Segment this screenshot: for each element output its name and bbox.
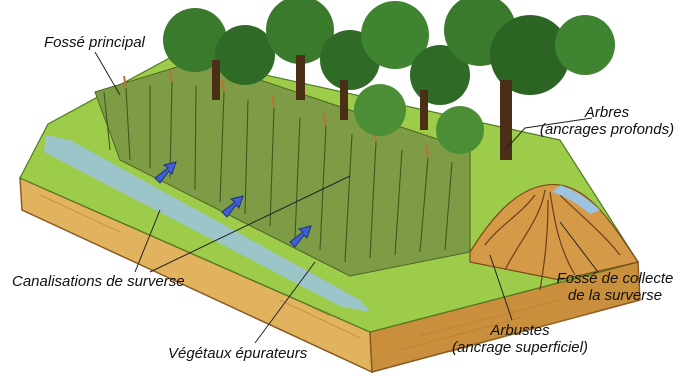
label-arbres-title: Arbres <box>522 104 692 121</box>
label-arbres: Arbres (ancrages profonds) <box>522 104 692 138</box>
label-arbustes-title: Arbustes <box>440 322 600 339</box>
label-arbustes-detail: (ancrage superficiel) <box>440 339 600 356</box>
label-fosse-collecte: Fossé de collecte de la surverse <box>540 270 690 304</box>
label-arbustes: Arbustes (ancrage superficiel) <box>440 322 600 356</box>
label-fosse-collecte-line2: de la surverse <box>540 287 690 304</box>
label-vegetaux: Végétaux épurateurs <box>168 345 307 362</box>
label-fosse-principal: Fossé principal <box>44 34 145 51</box>
label-fosse-collecte-line1: Fossé de collecte <box>540 270 690 287</box>
label-arbres-detail: (ancrages profonds) <box>522 121 692 138</box>
label-canalisations: Canalisations de surverse <box>12 273 185 290</box>
